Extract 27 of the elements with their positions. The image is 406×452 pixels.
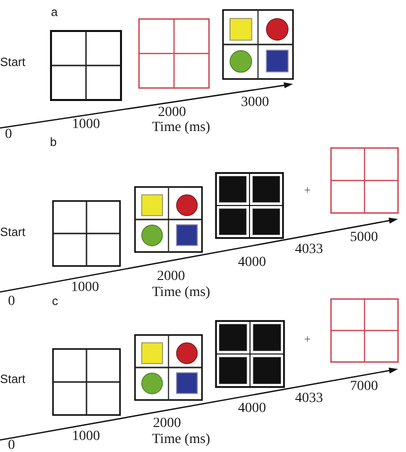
tick-label: 4033 — [295, 244, 323, 256]
tick-label: 1000 — [72, 430, 100, 442]
tick-label: 1000 — [71, 282, 99, 294]
tick-label: 4000 — [238, 402, 266, 414]
start-label: Start — [0, 56, 26, 68]
plus-sign: + — [304, 184, 311, 196]
tick-label: 0 — [5, 129, 12, 141]
tick-label: 0 — [8, 296, 15, 308]
tick-label: 1000 — [72, 119, 100, 131]
panel-letter: c — [52, 295, 58, 307]
tick-label: 2000 — [153, 418, 181, 430]
tick-label: 2000 — [158, 107, 186, 119]
tick-label: 2000 — [157, 270, 185, 282]
tick-label: 5000 — [350, 232, 378, 244]
axis-title: Time (ms) — [152, 120, 210, 134]
panel-letter: b — [50, 136, 57, 148]
axis-title: Time (ms) — [152, 432, 210, 446]
tick-label: 0 — [8, 440, 15, 452]
plus-sign: + — [304, 333, 311, 345]
start-label: Start — [0, 372, 26, 384]
axis-title: Time (ms) — [152, 284, 210, 300]
tick-label: 4000 — [238, 256, 266, 268]
start-label: Start — [0, 226, 26, 238]
tick-label: 3000 — [241, 97, 269, 109]
panel-letter: a — [51, 6, 58, 18]
tick-label: 4033 — [295, 392, 323, 404]
tick-label: 7000 — [350, 380, 378, 392]
